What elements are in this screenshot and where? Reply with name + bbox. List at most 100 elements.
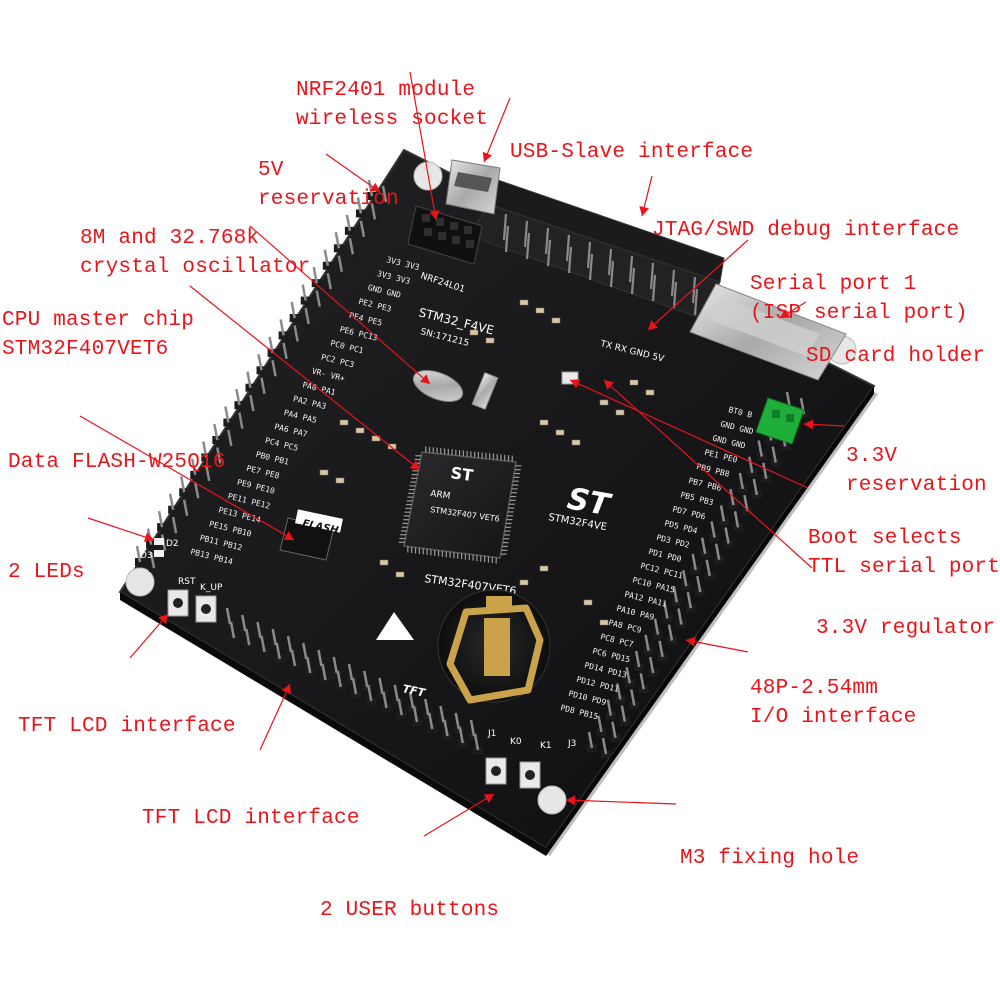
leader-arrowhead — [639, 206, 650, 216]
button-k0[interactable] — [485, 757, 507, 785]
header-pin — [193, 482, 200, 499]
header-pin — [271, 360, 277, 377]
k0-silk: K0 — [510, 737, 522, 747]
header-pin — [224, 406, 230, 423]
header-pin — [336, 670, 342, 688]
smd-component — [539, 565, 549, 572]
left-pin-header — [135, 179, 391, 572]
jtag-pin — [544, 227, 550, 255]
leader-tft2 — [259, 683, 291, 751]
callout-leds: 2 LEDs — [8, 561, 85, 584]
jtag-pin — [672, 281, 678, 309]
header-pin — [351, 677, 358, 695]
coin-cell-holder — [437, 589, 551, 704]
header-pin — [260, 635, 266, 653]
callout-jtag: JTAG/SWD debug interface — [652, 219, 960, 242]
header-pin — [710, 521, 716, 538]
header-pin — [454, 712, 460, 730]
led-d3 — [154, 550, 164, 557]
jtag-pin — [504, 225, 510, 253]
leader-arrowhead — [283, 531, 294, 540]
header-pin — [225, 607, 232, 625]
jtag-pin — [649, 262, 655, 290]
smd-component — [645, 389, 655, 396]
header-pin — [271, 628, 277, 646]
header-pin — [382, 691, 388, 709]
header-pin — [363, 670, 369, 688]
header-pin — [171, 516, 178, 534]
tft-silk-label: TFT — [401, 682, 427, 700]
header-pin — [611, 721, 617, 739]
nrf-socket-hole — [436, 218, 444, 226]
header-pin — [260, 377, 266, 394]
jtag-pin — [546, 239, 552, 267]
header-pin — [235, 388, 241, 406]
callout-tft-lcd-1: TFT LCD interface — [18, 715, 236, 738]
button-k1[interactable] — [519, 761, 541, 789]
jtag-pin — [523, 220, 529, 248]
header-pin — [469, 719, 476, 737]
header-pin — [752, 478, 759, 496]
header-pin — [762, 462, 768, 479]
leader-io — [685, 639, 749, 653]
callout-data-flash: Data FLASH-W25Q16 — [8, 451, 226, 474]
smd-component — [319, 469, 329, 476]
sd-card-holder — [689, 283, 847, 381]
header-pin — [315, 290, 321, 307]
right-pin-header — [587, 391, 809, 758]
header-pin — [648, 656, 655, 674]
smd-component — [539, 419, 549, 426]
header-pin — [729, 488, 735, 506]
header-pin — [381, 185, 388, 203]
header-pin — [290, 301, 296, 319]
header-pin — [290, 649, 297, 667]
header-pin — [367, 684, 373, 702]
leader-arrowhead — [780, 309, 791, 318]
leader-crystal — [249, 225, 431, 385]
smd-component — [599, 619, 609, 626]
chip-arm-text: ARM — [430, 489, 451, 502]
header-pin — [227, 429, 233, 447]
header-pin — [286, 635, 293, 653]
leader-arrowhead — [409, 460, 420, 470]
leader-boot — [569, 379, 809, 489]
leader-arrowhead — [143, 532, 154, 542]
boot-terminal — [755, 397, 805, 445]
smd-component — [387, 443, 397, 450]
nrf-socket-hole — [422, 214, 430, 222]
smd-component — [551, 317, 561, 324]
smd-component — [469, 329, 479, 336]
leader-leds — [87, 517, 155, 541]
header-pin — [653, 618, 660, 635]
header-pin — [714, 543, 721, 560]
leader-nrf — [409, 71, 437, 221]
leader-5v — [325, 153, 381, 193]
header-pin — [179, 476, 186, 493]
header-pin — [279, 319, 285, 336]
button-k-up[interactable] — [195, 595, 217, 623]
header-pin — [149, 551, 156, 569]
pcb-edge — [120, 592, 546, 856]
leader-arrowhead — [604, 380, 615, 390]
header-pin — [748, 456, 754, 473]
header-pin — [367, 179, 374, 197]
callout-arrowheads — [143, 151, 814, 806]
header-pin — [306, 656, 312, 674]
mount-hole-left — [125, 567, 155, 597]
leader-arrowhead — [648, 320, 659, 330]
leader-flash — [79, 415, 295, 541]
st-logo: ST — [565, 481, 615, 523]
smd-component — [583, 599, 593, 606]
jtag-pin — [567, 246, 573, 274]
header-pin — [241, 614, 247, 632]
header-pin — [412, 705, 419, 723]
smd-component — [519, 299, 529, 306]
leader-arrowhead — [369, 182, 380, 192]
header-pin — [321, 663, 327, 681]
nrf-socket-hole — [452, 236, 460, 244]
button-reset[interactable] — [167, 589, 189, 617]
flash-chip: FLASH — [279, 509, 343, 561]
j1-silk: J1 — [487, 729, 496, 739]
jtag-pin — [651, 274, 657, 302]
